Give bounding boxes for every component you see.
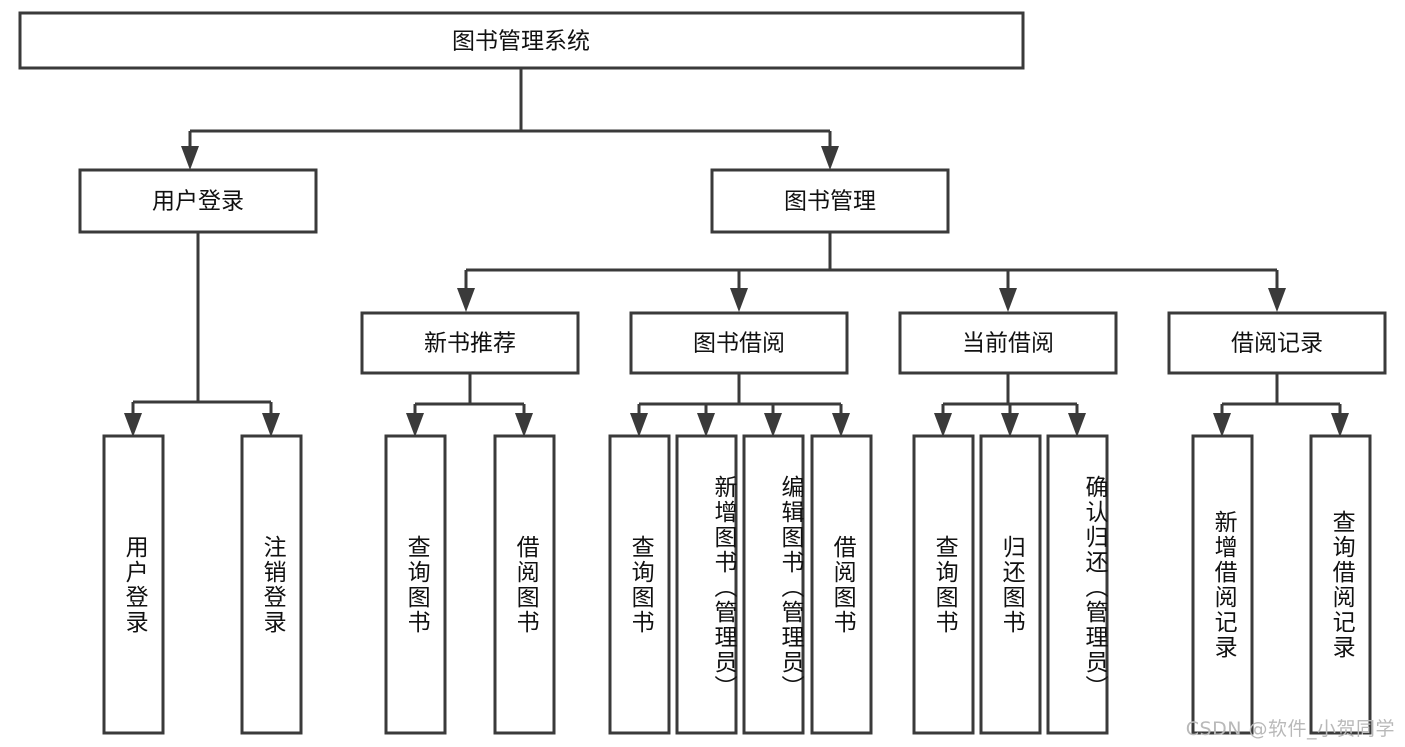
node-book-manage-label: 图书管理 xyxy=(784,189,876,215)
node-leaf-logout[interactable] xyxy=(240,434,303,735)
node-leaf-borrow-book-1[interactable] xyxy=(493,434,556,735)
node-book-borrow[interactable]: 图书借阅 xyxy=(629,311,849,375)
node-leaf-edit-book[interactable] xyxy=(742,434,805,735)
node-book-borrow-label: 图书借阅 xyxy=(693,331,785,357)
node-root-label: 图书管理系统 xyxy=(452,29,590,55)
node-leaf-add-record[interactable] xyxy=(1191,434,1254,735)
node-leaf-user-login[interactable] xyxy=(102,434,165,735)
node-borrow-record-label: 借阅记录 xyxy=(1231,331,1323,357)
edge-root-to-level2 xyxy=(181,68,839,170)
node-borrow-record[interactable]: 借阅记录 xyxy=(1167,311,1387,375)
node-leaf-query-book-1[interactable] xyxy=(384,434,447,735)
node-leaf-query-record[interactable] xyxy=(1309,434,1372,735)
node-leaf-return-book[interactable] xyxy=(979,434,1042,735)
node-book-manage[interactable]: 图书管理 xyxy=(710,168,950,234)
edge-book-borrow-to-leaves xyxy=(630,373,850,437)
node-leaf-add-book[interactable] xyxy=(675,434,738,735)
node-current-borrow-label: 当前借阅 xyxy=(962,331,1054,357)
edge-new-book-rec-to-leaves xyxy=(406,373,533,437)
node-new-book-rec-label: 新书推荐 xyxy=(424,331,516,357)
edge-user-login-to-leaves xyxy=(124,232,280,437)
node-current-borrow[interactable]: 当前借阅 xyxy=(898,311,1118,375)
node-new-book-rec[interactable]: 新书推荐 xyxy=(360,311,580,375)
node-leaf-confirm-return[interactable] xyxy=(1046,434,1109,735)
node-leaf-query-book-2[interactable] xyxy=(608,434,671,735)
edge-current-borrow-to-leaves xyxy=(934,373,1086,437)
csdn-watermark: CSDN @软件_小贺同学 xyxy=(1185,718,1395,740)
node-user-login[interactable]: 用户登录 xyxy=(78,168,318,234)
node-user-login-label: 用户登录 xyxy=(152,189,244,215)
node-leaf-borrow-book-2[interactable] xyxy=(810,434,873,735)
node-root[interactable]: 图书管理系统 xyxy=(18,11,1025,70)
edge-borrow-record-to-leaves xyxy=(1213,373,1349,437)
node-leaf-query-book-3[interactable] xyxy=(912,434,975,735)
edge-book-manage-to-level3 xyxy=(457,232,1286,312)
